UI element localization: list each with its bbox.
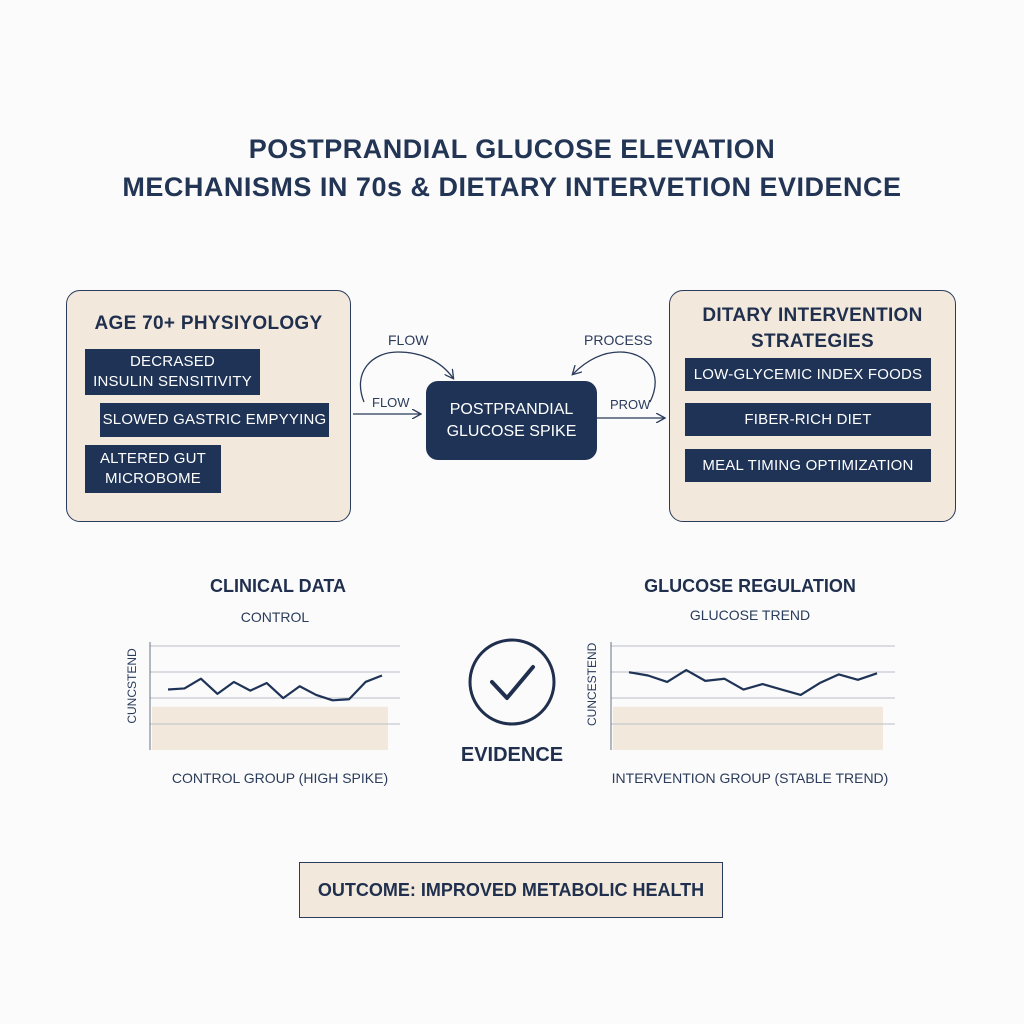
center-node-line2: GLUCOSE SPIKE <box>446 422 577 440</box>
connector-label-process: PROCESS <box>584 332 653 348</box>
glucose-regulation-series-line <box>628 668 878 697</box>
evidence-label: EVIDENCE <box>460 744 564 766</box>
mechanism-insulin-sensitivity-line2: INSULIN SENSITIVITY <box>93 373 252 390</box>
strategy-fiber-rich: FIBER-RICH DIET <box>685 403 931 436</box>
evidence-check-badge <box>468 638 556 726</box>
glucose-regulation-chart <box>610 642 895 750</box>
clinical-data-caption: CONTROL GROUP (HIGH SPIKE) <box>171 770 389 786</box>
arrow-left-curve <box>359 351 453 403</box>
mechanism-insulin-sensitivity: DECRASED INSULIN SENSITIVITY <box>85 349 260 395</box>
page-title-line-2: MECHANISMS IN 70s & DIETARY INTERVETION … <box>122 172 902 202</box>
clinical-data-chart <box>149 642 400 750</box>
clinical-data-subtitle: CONTROL <box>240 609 310 625</box>
strategy-meal-timing: MEAL TIMING OPTIMIZATION <box>685 449 931 482</box>
strategy-meal-timing-label: MEAL TIMING OPTIMIZATION <box>702 456 914 474</box>
dietary-intervention-panel: DITARY INTERVENTION STRATEGIES LOW-GLYCE… <box>669 290 956 522</box>
strategy-fiber-rich-label: FIBER-RICH DIET <box>744 410 872 428</box>
clinical-data-ylabel: CUNCSTEND <box>125 648 139 724</box>
mechanism-gastric-emptying-line1: SLOWED GASTRIC EMPYYING <box>102 411 327 428</box>
outcome-label: OUTCOME: IMPROVED METABOLIC HEALTH <box>317 879 705 900</box>
glucose-regulation-caption: INTERVENTION GROUP (STABLE TREND) <box>611 770 889 786</box>
connector-label-flow-left: FLOW <box>372 395 410 410</box>
connector-label-flow-top: FLOW <box>388 332 429 348</box>
strategy-low-glycemic-label: LOW-GLYCEMIC INDEX FOODS <box>693 365 923 383</box>
check-icon <box>490 665 535 700</box>
mechanism-gut-microbiome: ALTERED GUT MICROBOME <box>85 445 221 493</box>
evidence-circle <box>468 638 556 726</box>
mechanism-gastric-emptying: SLOWED GASTRIC EMPYYING <box>100 403 329 437</box>
age-physiology-panel: AGE 70+ PHYSIYOLOGY DECRASED INSULIN SEN… <box>66 290 351 522</box>
age-physiology-heading: AGE 70+ PHYSIYOLOGY <box>94 313 323 334</box>
clinical-data-band <box>152 706 388 750</box>
page-title-line-1: POSTPRANDIAL GLUCOSE ELEVATION <box>248 134 776 164</box>
glucose-regulation-title: GLUCOSE REGULATION <box>644 576 856 596</box>
clinical-data-title: CLINICAL DATA <box>210 576 346 596</box>
mechanism-gut-microbiome-line1: ALTERED GUT <box>99 450 207 467</box>
mechanism-insulin-sensitivity-line1: DECRASED <box>130 353 215 370</box>
dietary-heading-line2: STRATEGIES <box>751 331 874 352</box>
strategy-low-glycemic: LOW-GLYCEMIC INDEX FOODS <box>685 358 931 391</box>
center-node-line1: POSTPRANDIAL <box>449 400 574 418</box>
glucose-regulation-ylabel: CUNCESTEND <box>585 642 599 726</box>
clinical-data-series-line <box>167 674 383 702</box>
mechanism-gut-microbiome-line2: MICROBOME <box>105 470 201 487</box>
connector-label-prow: PROW <box>610 397 651 412</box>
outcome-box: OUTCOME: IMPROVED METABOLIC HEALTH <box>299 862 723 918</box>
arrow-right-curve <box>573 351 656 403</box>
postprandial-glucose-spike-node: POSTPRANDIAL GLUCOSE SPIKE <box>426 381 597 460</box>
glucose-regulation-subtitle: GLUCOSE TREND <box>689 607 811 623</box>
dietary-heading-line1: DITARY INTERVENTION <box>702 305 923 326</box>
glucose-regulation-band <box>613 706 883 750</box>
